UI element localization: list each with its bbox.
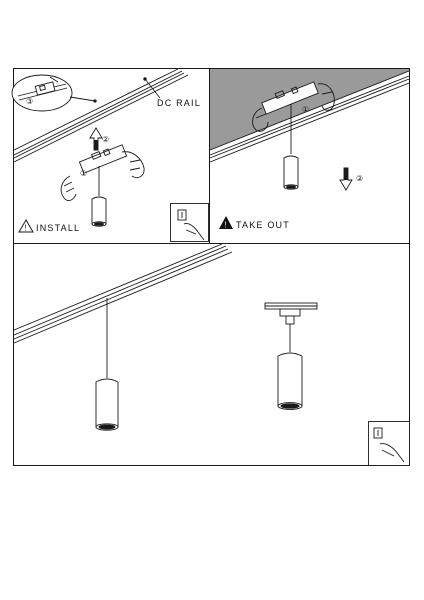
adapter-takeout [252,81,335,132]
install-warning-icon: ! [18,219,34,233]
takeout-warning-icon: ! [219,216,233,230]
dc-rail [13,68,189,163]
connector-detail-zoom [11,74,97,112]
lower-arrow [339,167,353,191]
pendant-lamp-small [91,166,107,227]
lift-arrow [89,127,103,151]
pendant-lamp-standalone [264,302,318,410]
rail-label: DC RAIL [157,98,201,108]
take-out-label: TAKE OUT [236,220,290,230]
takeout-step-two-number: ② [356,174,363,183]
step-three-number: ③ [26,97,33,106]
adapter-install [60,144,145,201]
panel-install: ③ DC RAIL ② ① [11,68,209,242]
rail-leader [143,77,161,99]
switch-hand-icon-box-result [368,421,410,466]
panel-result [13,243,410,466]
dc-rail-long [13,243,233,344]
switch-hand-icon-box [170,203,209,242]
dc-rail-takeout [209,70,410,163]
svg-text:!: ! [24,224,26,233]
step-two-number: ② [102,135,109,144]
svg-text:!: ! [224,221,226,230]
diagram-frame [13,68,410,466]
step-one-number: ① [80,169,87,178]
pendant-lamp-mounted [95,298,119,431]
install-label: INSTALL [36,223,80,233]
ceiling-shade [210,69,409,150]
takeout-step-one-number: ① [302,105,309,114]
pendant-lamp-takeout [283,104,299,190]
panel-take-out: ① ② ! TAKE OUT [209,69,410,230]
